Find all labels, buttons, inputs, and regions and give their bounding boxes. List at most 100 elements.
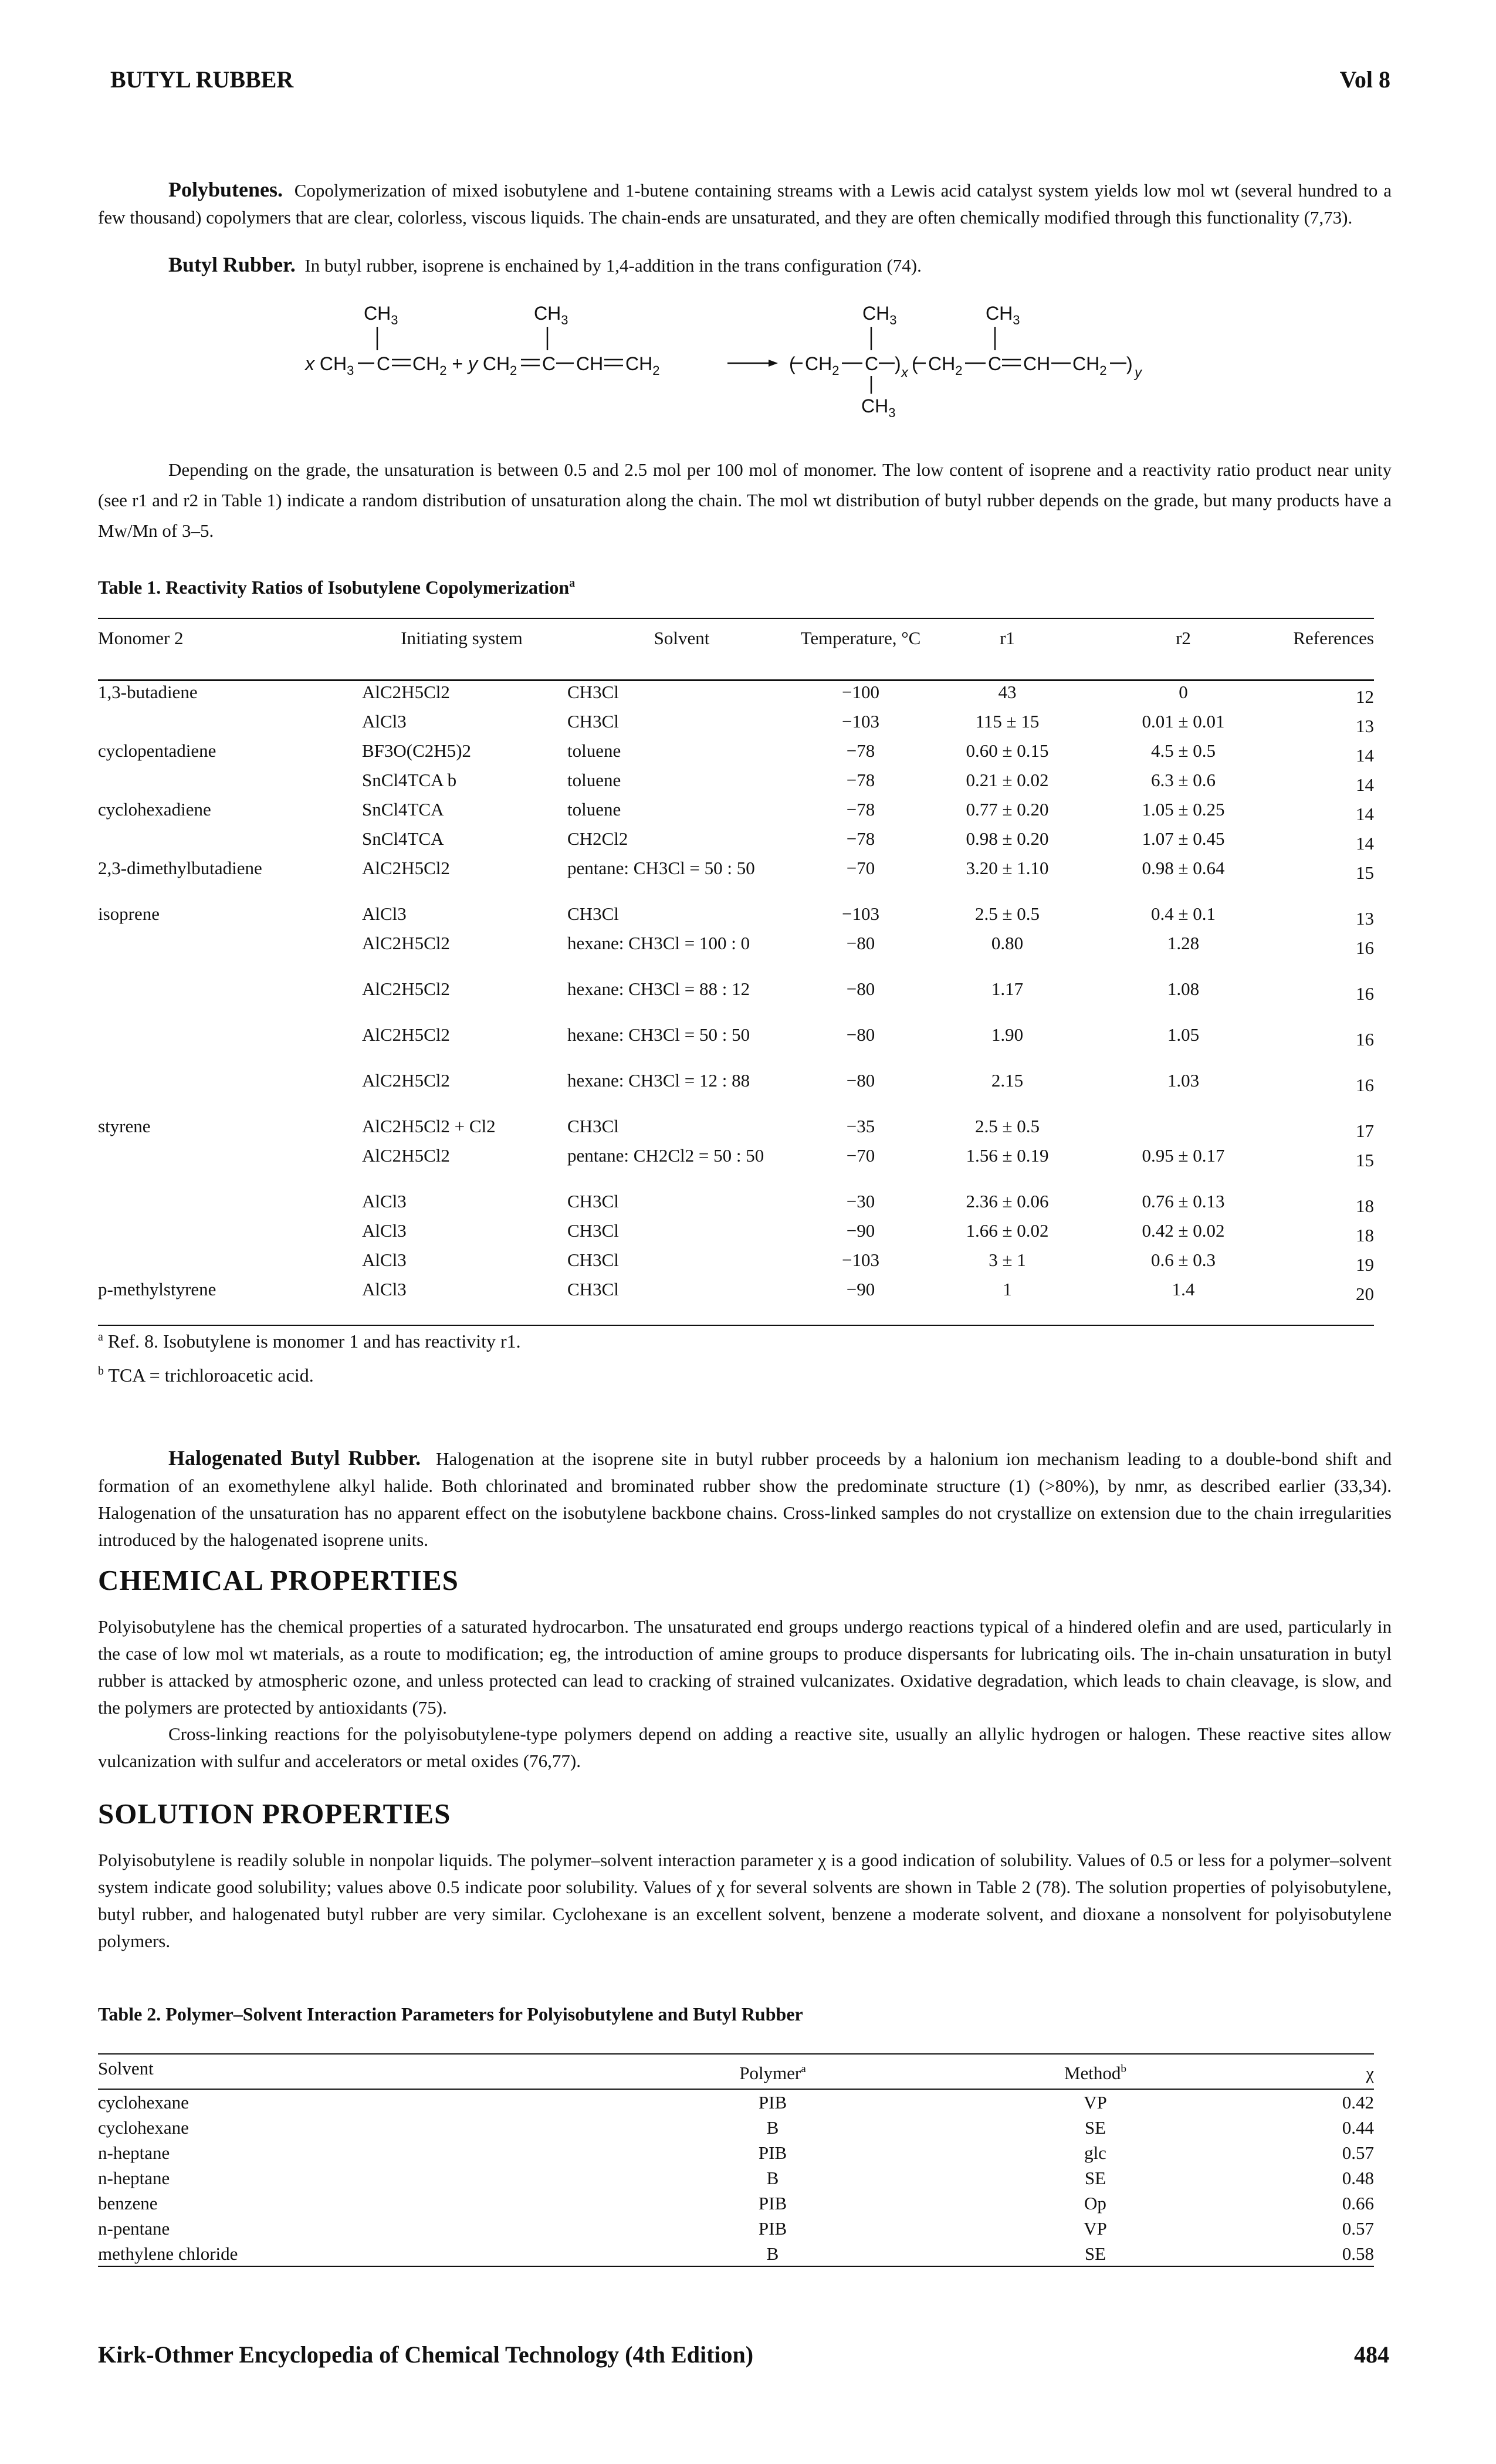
table2-cell: n-heptane	[98, 2143, 170, 2163]
table1-cell: AlC2H5Cl2	[362, 682, 450, 702]
running-header-volume: Vol 8	[1339, 66, 1390, 93]
svg-text:CH3: CH3	[364, 303, 398, 327]
table1-cell: 1.66 ± 0.02	[966, 1220, 1049, 1241]
table1-cell: p-methylstyrene	[98, 1279, 216, 1299]
table1-cell: cyclopentadiene	[98, 740, 216, 761]
table2-header-text: Polymer	[739, 2063, 801, 2083]
halogenated-paragraph: Halogenated Butyl Rubber. Halogenation a…	[98, 1444, 1392, 1553]
table1-cell: −80	[846, 1070, 875, 1091]
running-header-title: BUTYL RUBBER	[110, 66, 294, 93]
table2-cell: methylene chloride	[98, 2243, 238, 2264]
table1-cell: 16	[1356, 983, 1374, 1004]
table1-cell: 16	[1356, 1029, 1374, 1050]
table1-cell: 1.56 ± 0.19	[966, 1145, 1049, 1166]
table1-cell: 14	[1356, 833, 1374, 854]
table1-cell: AlC2H5Cl2	[362, 1145, 450, 1166]
solution-properties-heading: SOLUTION PROPERTIES	[98, 1798, 451, 1830]
table1-cell: AlC2H5Cl2	[362, 1070, 450, 1091]
table2-header-footnote-mark: b	[1121, 2063, 1127, 2076]
table1-cell: 17	[1356, 1121, 1374, 1141]
chemical-properties-p1: Polyisobutylene has the chemical propert…	[98, 1616, 1392, 1718]
table2-bottom-rule	[98, 2266, 1374, 2267]
table1-cell: 0.80	[991, 933, 1024, 953]
svg-text:CH2: CH2	[805, 353, 839, 378]
table2-cell: VP	[1084, 2092, 1107, 2113]
table1-cell: AlCl3	[362, 711, 407, 732]
table2-cell: n-pentane	[98, 2218, 170, 2239]
svg-text:): )	[1126, 353, 1133, 374]
table1-cell: 14	[1356, 804, 1374, 824]
table1-cell: CH2Cl2	[567, 828, 628, 849]
table1-cell: toluene	[567, 740, 621, 761]
table2-cell: PIB	[758, 2218, 787, 2239]
svg-text:C: C	[865, 353, 878, 374]
table2-cell: VP	[1084, 2218, 1107, 2239]
table1-cell: −80	[846, 979, 875, 999]
table1-cell: 2.36 ± 0.06	[966, 1191, 1049, 1211]
table1-cell: 115 ± 15	[975, 711, 1040, 732]
table1-header-cell: References	[1293, 628, 1374, 648]
table2-header-cell: Methodb	[949, 2062, 1242, 2088]
butyl-run-in-head: Butyl Rubber.	[168, 253, 296, 276]
table1-cell: 14	[1356, 774, 1374, 795]
table2-cell: PIB	[758, 2193, 787, 2213]
polybutenes-text: Copolymerization of mixed isobutylene an…	[98, 180, 1392, 228]
table1-cell: 20	[1356, 1284, 1374, 1304]
table1-cell: AlCl3	[362, 1279, 407, 1299]
table1-cell: −70	[846, 858, 875, 878]
table1-cell: pentane: CH2Cl2 = 50 : 50	[567, 1145, 764, 1166]
svg-text:CH3: CH3	[861, 395, 895, 419]
table2-cell: 0.42	[1342, 2092, 1374, 2113]
butyl-text: In butyl rubber, isoprene is enchained b…	[304, 255, 922, 276]
table1-cell: AlC2H5Cl2	[362, 933, 450, 953]
svg-text:CH3: CH3	[986, 303, 1020, 327]
table2-cell: SE	[1084, 2117, 1106, 2138]
table2-cell: 0.57	[1342, 2143, 1374, 2163]
table1-cell: −80	[846, 1024, 875, 1045]
table1-cell: −30	[846, 1191, 875, 1211]
table2-cell: glc	[1084, 2143, 1106, 2163]
svg-text:CH: CH	[1023, 353, 1050, 374]
table1-cell: −100	[842, 682, 879, 702]
table1-cell: −103	[842, 711, 879, 732]
table1-cell: SnCl4TCA b	[362, 770, 457, 790]
chemical-properties-p2: Cross-linking reactions for the polyisob…	[98, 1724, 1392, 1771]
table2-header-footnote-mark: a	[801, 2063, 806, 2076]
table1-cell: AlC2H5Cl2	[362, 1024, 450, 1045]
svg-text:C: C	[377, 353, 390, 374]
table1-cell: CH3Cl	[567, 682, 619, 702]
table1-cell: 1,3-butadiene	[98, 682, 198, 702]
table1-cell: 15	[1356, 1150, 1374, 1170]
svg-text:CH2 + y CH2: CH2 + y CH2	[412, 353, 517, 378]
halogenated-run-in-head: Halogenated Butyl Rubber.	[168, 1446, 421, 1470]
footer-publication: Kirk-Othmer Encyclopedia of Chemical Tec…	[98, 2341, 754, 2368]
table1-cell: 13	[1356, 908, 1374, 929]
table2-cell: B	[766, 2117, 779, 2138]
table2-cell: 0.57	[1342, 2218, 1374, 2239]
table1-cell: 2.5 ± 0.5	[974, 1116, 1040, 1136]
table1-cell: isoprene	[98, 903, 160, 924]
table1-cell: 13	[1356, 716, 1374, 736]
table1-header-cell: r2	[1176, 628, 1191, 648]
table1-cell: cyclohexadiene	[98, 799, 211, 820]
table2-cell: PIB	[758, 2143, 787, 2163]
table1-header-cell: Monomer 2	[98, 628, 184, 648]
table1-header-cell: Solvent	[654, 628, 710, 648]
table1-cell: 1	[1003, 1279, 1012, 1299]
svg-text:CH3: CH3	[534, 303, 568, 327]
table2-cell: Op	[1084, 2193, 1106, 2213]
table2-cell: 0.58	[1342, 2243, 1374, 2264]
table1-cell: 1.90	[991, 1024, 1024, 1045]
table2-top-rule	[98, 2053, 1374, 2055]
svg-text:x CH3: x CH3	[304, 353, 354, 378]
chemical-properties-heading: CHEMICAL PROPERTIES	[98, 1564, 459, 1596]
table1-cell: 16	[1356, 937, 1374, 958]
table2-cell: B	[766, 2168, 779, 2188]
table1-cell: 0.98 ± 0.20	[966, 828, 1049, 849]
table2-cell: 0.48	[1342, 2168, 1374, 2188]
table1-cell: −90	[846, 1220, 875, 1241]
table1-cell: 1.17	[991, 979, 1024, 999]
table1-cell: 1.05	[1167, 1024, 1200, 1045]
table1-cell: hexane: CH3Cl = 100 : 0	[567, 933, 750, 953]
